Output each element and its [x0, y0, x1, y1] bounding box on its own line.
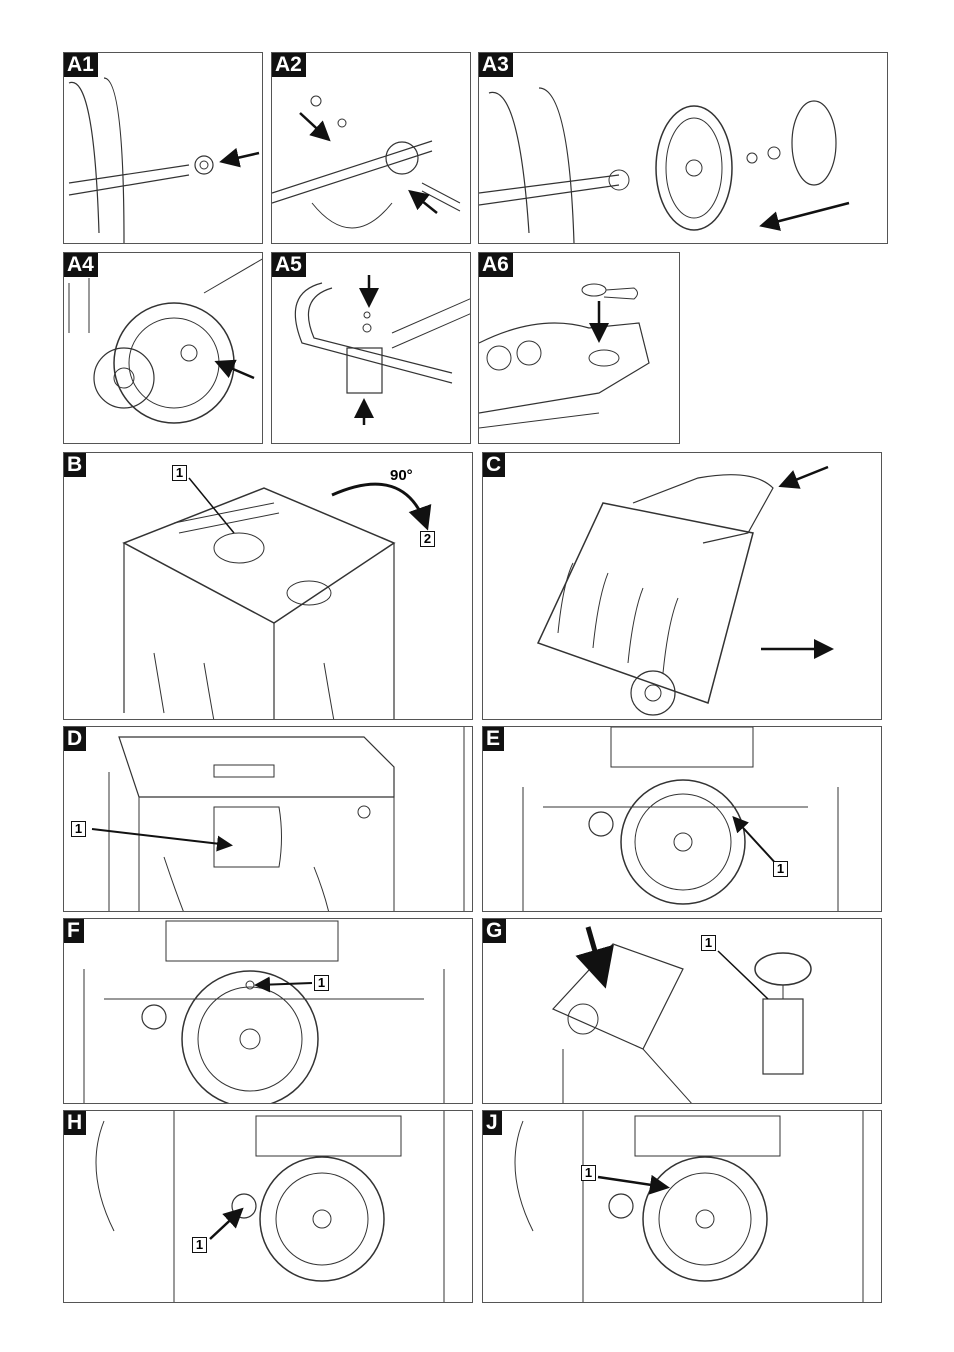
panel-label: D: [64, 727, 86, 751]
callout-1: 1: [701, 935, 716, 951]
panel-label: B: [64, 453, 86, 477]
panel-c: C: [482, 452, 882, 720]
panel-f: F 1: [63, 918, 473, 1104]
callout-2: 2: [420, 531, 435, 547]
panel-label: F: [64, 919, 84, 943]
panel-label: C: [483, 453, 505, 477]
panel-a3: A3: [478, 52, 888, 244]
panel-a6: A6: [478, 252, 680, 444]
callout-1: 1: [192, 1237, 207, 1253]
key-insert-illustration: [483, 919, 882, 1104]
panel-label: A2: [272, 53, 306, 77]
panel-label: E: [483, 727, 504, 751]
panel-d: D 1: [63, 726, 473, 912]
panel-e: E 1: [482, 726, 882, 912]
dial-position-illustration: [483, 727, 882, 912]
callout-1: 1: [314, 975, 329, 991]
panel-label: H: [64, 1111, 86, 1135]
knob-insert-illustration: [479, 253, 680, 444]
panel-label: A6: [479, 253, 513, 277]
axle-illustration: [64, 53, 263, 244]
panel-label: A3: [479, 53, 513, 77]
reset-button-illustration: [64, 1111, 473, 1303]
shredder-top-illustration: [64, 453, 473, 720]
panel-label: A5: [272, 253, 306, 277]
panel-a4: A4: [63, 252, 263, 444]
callout-1: 1: [71, 821, 86, 837]
panel-j: J 1: [482, 1110, 882, 1303]
panel-a5: A5: [271, 252, 471, 444]
panel-label: G: [483, 919, 506, 943]
shredder-tilt-illustration: [483, 453, 882, 720]
wheel-assembly-illustration: [479, 53, 888, 244]
panel-g: G 1: [482, 918, 882, 1104]
panel-b: B 1 2 90°: [63, 452, 473, 720]
handle-bracket-illustration: [272, 253, 471, 444]
callout-1: 1: [172, 465, 187, 481]
callout-1: 1: [773, 861, 788, 877]
panel-label: A4: [64, 253, 98, 277]
dial-reverse-illustration: [483, 1111, 882, 1303]
panel-a1: A1: [63, 52, 263, 244]
dial-indicator-illustration: [64, 919, 473, 1104]
switch-housing-illustration: [64, 727, 473, 912]
bolt-illustration: [272, 53, 471, 244]
rotation-label: 90°: [390, 467, 413, 484]
panel-h: H 1: [63, 1110, 473, 1303]
callout-1: 1: [581, 1165, 596, 1181]
panel-label: A1: [64, 53, 98, 77]
panel-label: J: [483, 1111, 502, 1135]
wheel-pin-illustration: [64, 253, 263, 444]
panel-a2: A2: [271, 52, 471, 244]
